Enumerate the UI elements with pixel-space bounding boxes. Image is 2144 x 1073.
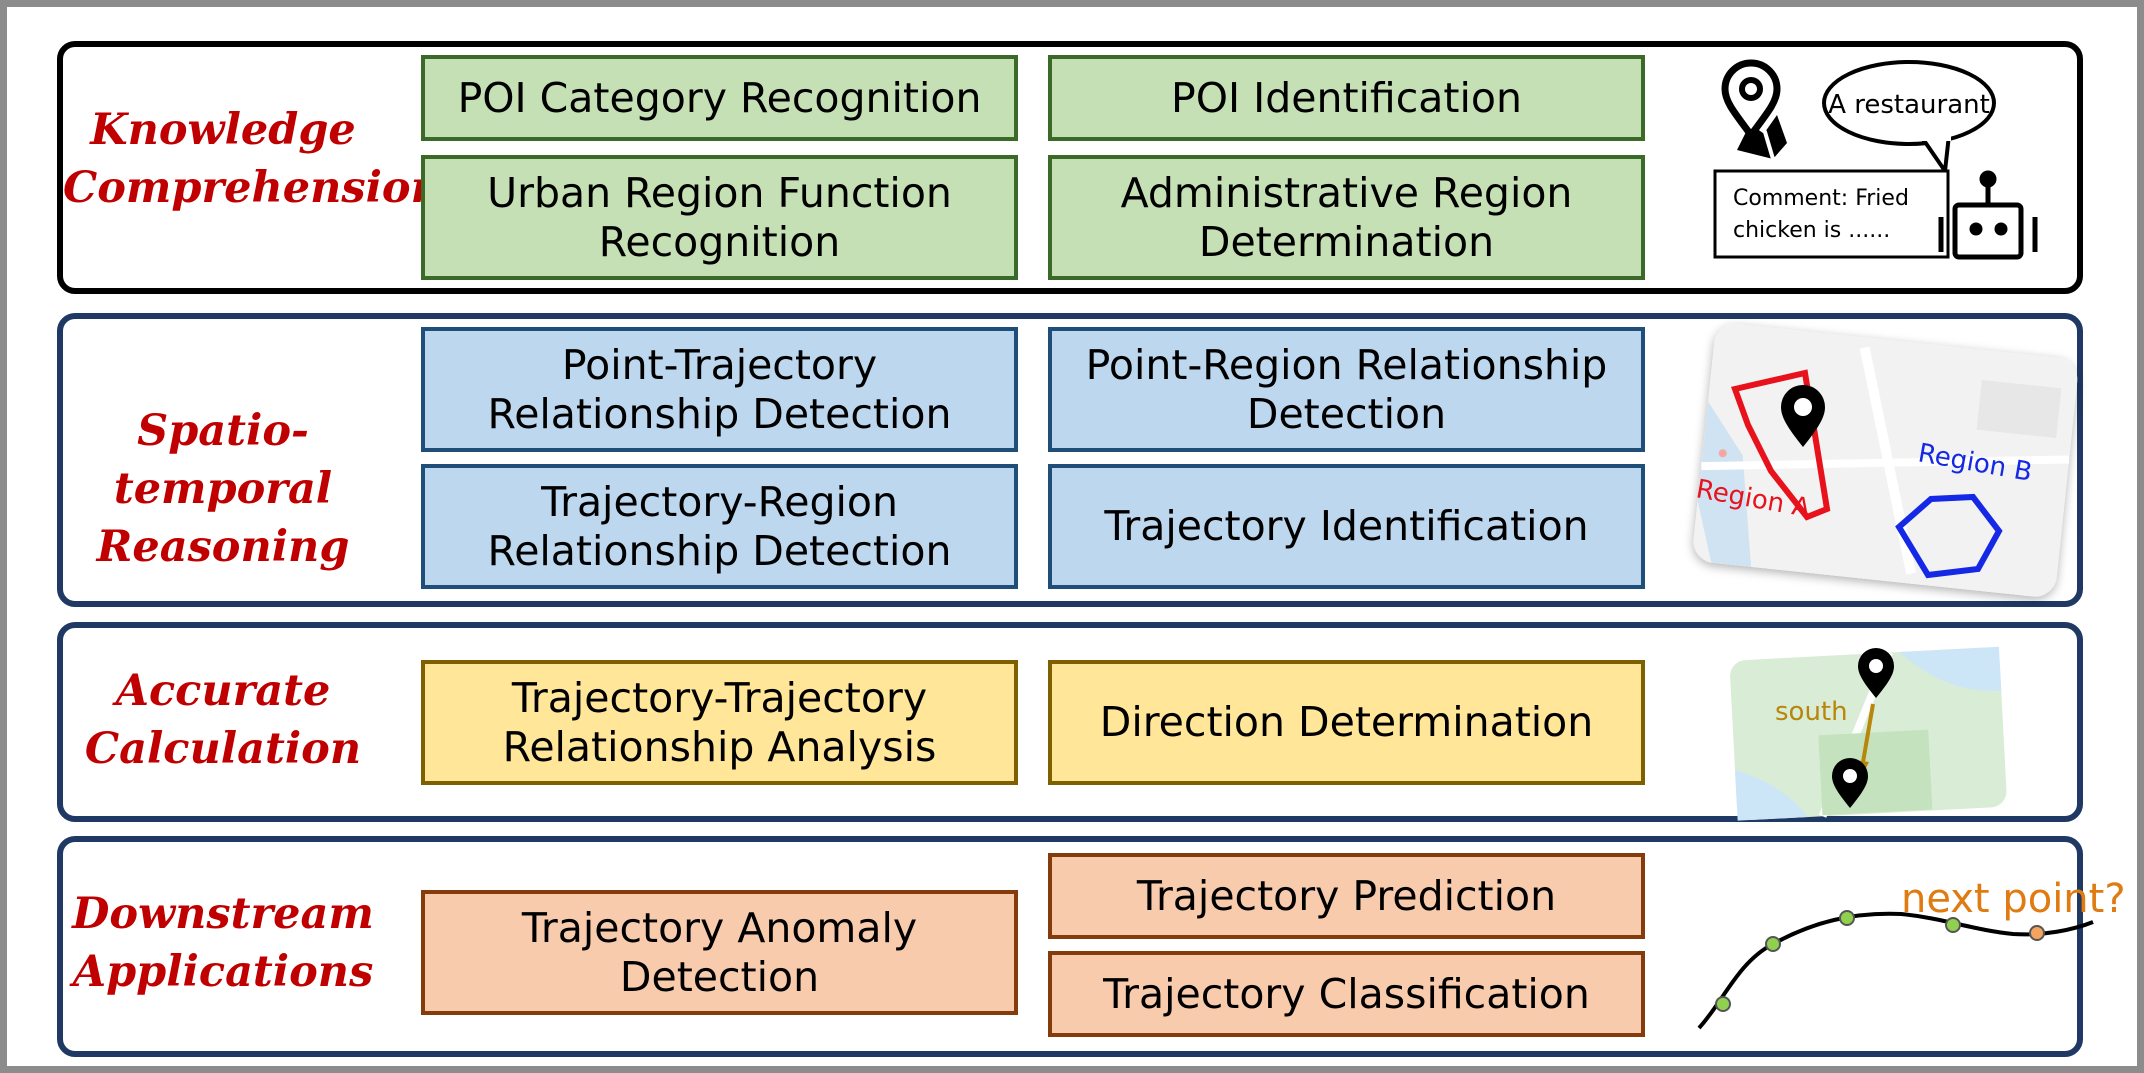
end-pin-icon xyxy=(1832,758,1868,808)
trajectory-point xyxy=(1765,936,1781,952)
comment-box: Comment: Fried chicken is ...... xyxy=(1713,169,1950,259)
location-pin-icon xyxy=(1781,385,1825,447)
map-pin-icon xyxy=(1721,59,1787,160)
start-pin-icon xyxy=(1858,648,1894,698)
category-line: Downstream xyxy=(72,889,374,939)
category-label: Knowledge Comprehension xyxy=(63,101,442,217)
diagram-canvas: Knowledge Comprehension POI Category Rec… xyxy=(7,7,2137,1066)
task-box: Trajectory Prediction xyxy=(1048,853,1645,939)
trajectory-point xyxy=(1715,996,1731,1012)
accurate-calculation-panel: Accurate Calculation Trajectory-Trajecto… xyxy=(57,622,2083,822)
task-box: Direction Determination xyxy=(1048,660,1645,785)
task-box: Trajectory Classification xyxy=(1048,951,1645,1037)
region-map-illustration: Region A Region B xyxy=(1693,324,2078,597)
downstream-applications-panel: Downstream Applications Trajectory Anoma… xyxy=(57,836,2126,1057)
comment-line: Comment: Fried xyxy=(1733,186,1909,211)
direction-arrow xyxy=(1860,703,1875,769)
direction-label: south xyxy=(1775,697,1848,727)
speech-text: A restaurant xyxy=(1828,90,1990,120)
category-label: Spatio-temporal Reasoning xyxy=(63,402,383,576)
task-box: POI Identification xyxy=(1048,55,1645,141)
category-line: Applications xyxy=(72,947,374,997)
region-a-outline xyxy=(1731,369,1831,521)
region-b-outline xyxy=(1895,493,2003,579)
category-line: Spatio-temporal xyxy=(113,406,333,514)
task-box: Trajectory Identification xyxy=(1048,464,1645,589)
category-line: Calculation xyxy=(84,724,362,774)
spatio-temporal-reasoning-panel: Spatio-temporal Reasoning Point-Trajecto… xyxy=(57,313,2083,607)
next-trajectory-point xyxy=(2029,925,2045,941)
direction-map-illustration: south xyxy=(1730,646,2007,821)
poi-illustration: A restaurant Comment: Fried chicken is .… xyxy=(1713,59,2038,260)
category-label: Accurate Calculation xyxy=(63,662,383,778)
comment-line: chicken is ...... xyxy=(1733,218,1890,243)
category-label: Downstream Applications xyxy=(63,885,383,1001)
next-point-label: next point? xyxy=(1901,876,2126,922)
category-line: Accurate xyxy=(115,666,331,716)
trajectory-point xyxy=(1839,910,1855,926)
category-line: Knowledge xyxy=(90,105,356,155)
trajectory-point xyxy=(1945,917,1961,933)
robot-icon xyxy=(1938,170,2038,260)
knowledge-comprehension-panel: Knowledge Comprehension POI Category Rec… xyxy=(57,41,2083,294)
next-point-illustration: next point? xyxy=(1697,876,2126,1030)
speech-bubble: A restaurant xyxy=(1822,60,1996,177)
task-box: POI Category Recognition xyxy=(421,55,1018,141)
category-line: Reasoning xyxy=(96,522,350,572)
category-line: Comprehension xyxy=(63,163,442,213)
